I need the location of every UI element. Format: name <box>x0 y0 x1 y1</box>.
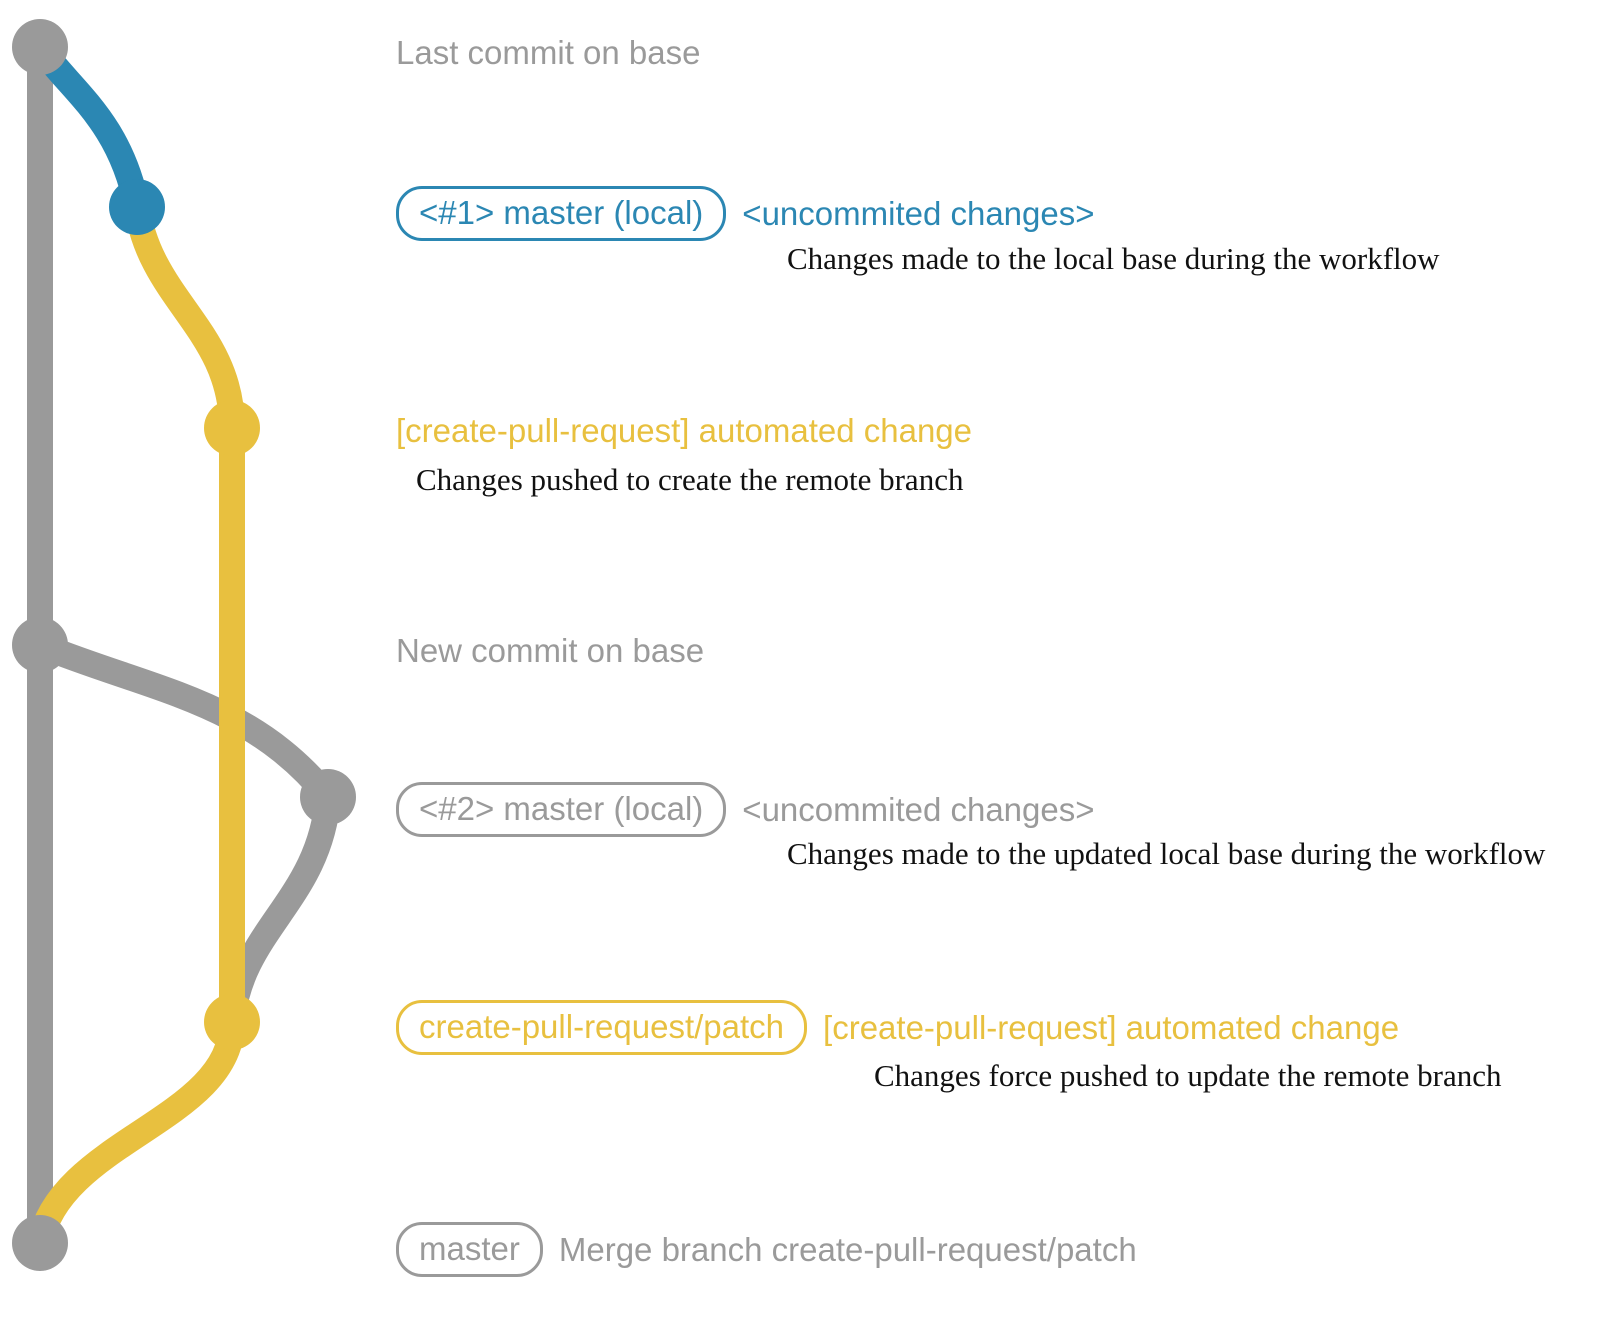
row-merge-branch: master Merge branch create-pull-request/… <box>396 1222 1137 1277</box>
edge-patch-to-merge <box>27 1009 245 1256</box>
note-automated-change-2: Changes force pushed to update the remot… <box>874 1058 1502 1093</box>
commit-subject-merge-branch: Merge branch create-pull-request/patch <box>558 1231 1137 1268</box>
commit-subject-master-local-1: <uncommited changes> <box>742 195 1095 232</box>
node-base-last <box>12 19 68 75</box>
note-master-local-2: Changes made to the updated local base d… <box>787 836 1546 871</box>
row-master-local-2: <#2> master (local) <uncommited changes> <box>396 782 1095 837</box>
commit-subject-automated-change-2: [create-pull-request] automated change <box>823 1009 1400 1046</box>
node-merge <box>12 1215 68 1271</box>
row-master-local-1: <#1> master (local) <uncommited changes> <box>396 186 1095 241</box>
ref-pill-master[interactable]: master <box>396 1222 543 1277</box>
commit-graph <box>12 19 356 1271</box>
edge-base-to-local2 <box>27 632 341 810</box>
label-last-commit-on-base: Last commit on base <box>396 34 701 71</box>
node-patch-1 <box>204 400 260 456</box>
row-automated-change-2: create-pull-request/patch [create-pull-r… <box>396 1000 1399 1055</box>
note-master-local-1: Changes made to the local base during th… <box>787 241 1440 276</box>
ref-pill-master-local-2[interactable]: <#2> master (local) <box>396 782 727 837</box>
commit-subject-master-local-2: <uncommited changes> <box>742 791 1095 828</box>
node-patch-2 <box>204 994 260 1050</box>
commit-subject-automated-change-1: [create-pull-request] automated change <box>396 412 973 449</box>
note-automated-change-1: Changes pushed to create the remote bran… <box>416 462 964 497</box>
label-new-commit-on-base: New commit on base <box>396 632 705 669</box>
ref-pill-create-pull-request-patch[interactable]: create-pull-request/patch <box>396 1000 808 1055</box>
node-base-new <box>12 617 68 673</box>
ref-pill-master-local-1[interactable]: <#1> master (local) <box>396 186 727 241</box>
node-local-2 <box>300 769 356 825</box>
node-local-1 <box>109 179 165 235</box>
